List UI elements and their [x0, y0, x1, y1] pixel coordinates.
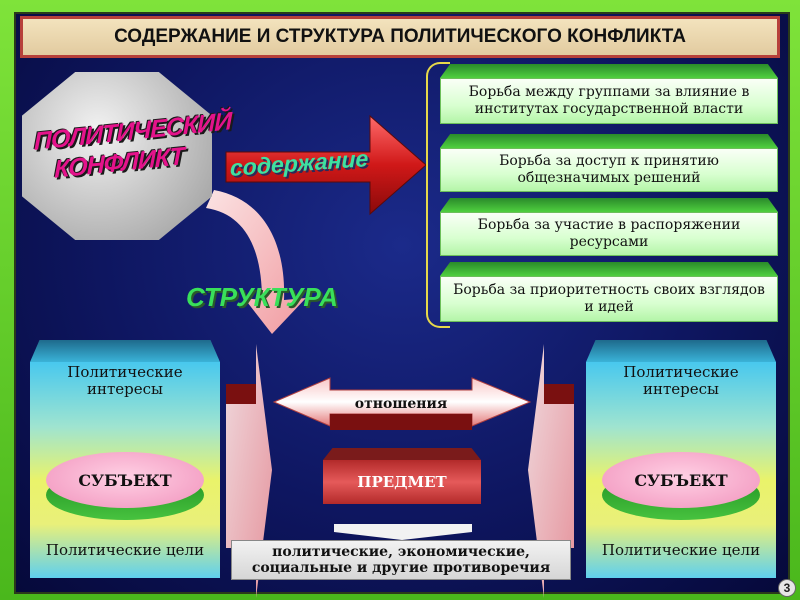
contradictions-arrow — [334, 524, 472, 540]
content-card-1: Борьба между группами за влияние в инсти… — [440, 64, 778, 124]
object-box: ПРЕДМЕТ — [323, 448, 481, 504]
content-card-text: Борьба за приоритетность своих взглядов … — [440, 276, 778, 322]
title-text: СОДЕРЖАНИЕ И СТРУКТУРА ПОЛИТИЧЕСКОГО КОН… — [114, 26, 686, 47]
content-card-text: Борьба за участие в распоряжении ресурса… — [440, 212, 778, 256]
content-card-2: Борьба за доступ к принятию общезначимых… — [440, 134, 778, 192]
right-arrow-band — [544, 384, 574, 404]
object-label: ПРЕДМЕТ — [323, 460, 481, 504]
slide-title: СОДЕРЖАНИЕ И СТРУКТУРА ПОЛИТИЧЕСКОГО КОН… — [20, 16, 780, 58]
left-subject-disk: СУБЪЕКТ — [46, 452, 204, 524]
content-arrow — [225, 114, 427, 216]
left-subject-label: СУБЪЕКТ — [46, 452, 204, 508]
left-subject-pillar: Политические интересы СУБЪЕКТ Политическ… — [30, 340, 220, 578]
content-card-text: Борьба между группами за влияние в инсти… — [440, 78, 778, 124]
structure-arrow — [206, 190, 306, 334]
right-side-arrow — [528, 344, 574, 598]
content-bracket — [426, 62, 450, 328]
content-card-3: Борьба за участие в распоряжении ресурса… — [440, 198, 778, 256]
relations-shadow — [330, 414, 472, 430]
left-arrow-band — [226, 384, 256, 404]
right-subject-label: СУБЪЕКТ — [602, 452, 760, 508]
left-interests-text: Политические интересы — [67, 363, 183, 398]
left-goals-text: Политические цели — [45, 541, 205, 559]
right-subject-disk: СУБЪЕКТ — [602, 452, 760, 524]
left-side-arrow — [226, 344, 272, 598]
right-goals-text: Политические цели — [601, 541, 761, 559]
content-card-text: Борьба за доступ к принятию общезначимых… — [440, 148, 778, 192]
conflict-octagon — [22, 72, 212, 240]
page-number: 3 — [778, 579, 796, 597]
right-subject-pillar: Политические интересы СУБЪЕКТ Политическ… — [586, 340, 776, 578]
content-card-4: Борьба за приоритетность своих взглядов … — [440, 262, 778, 322]
contradictions-box: политические, экономические, социальные … — [231, 540, 571, 580]
relations-label: отношения — [354, 396, 448, 412]
structure-word: СТРУКТУРА — [186, 282, 338, 312]
right-interests-text: Политические интересы — [623, 363, 739, 398]
